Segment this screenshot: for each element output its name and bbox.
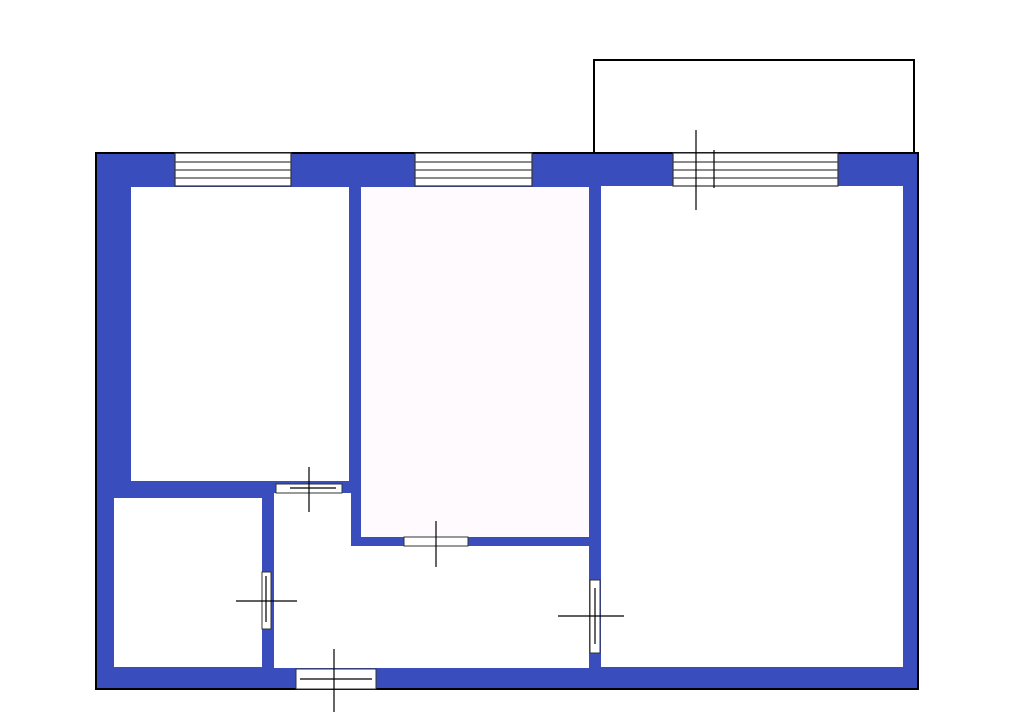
window-left <box>174 152 292 187</box>
door-middle-room <box>403 521 469 567</box>
window-middle <box>414 152 533 187</box>
door-bathroom <box>236 571 297 630</box>
room-middle <box>361 187 589 537</box>
door-entrance <box>295 649 377 712</box>
door-right-room <box>558 579 624 654</box>
room-right <box>601 186 903 667</box>
room-bathroom <box>114 498 262 667</box>
hallway <box>274 493 589 668</box>
door-balcony <box>695 130 715 210</box>
room-left <box>131 187 349 481</box>
door-left-room <box>275 467 343 512</box>
balcony <box>593 59 915 155</box>
window-right <box>672 152 839 187</box>
